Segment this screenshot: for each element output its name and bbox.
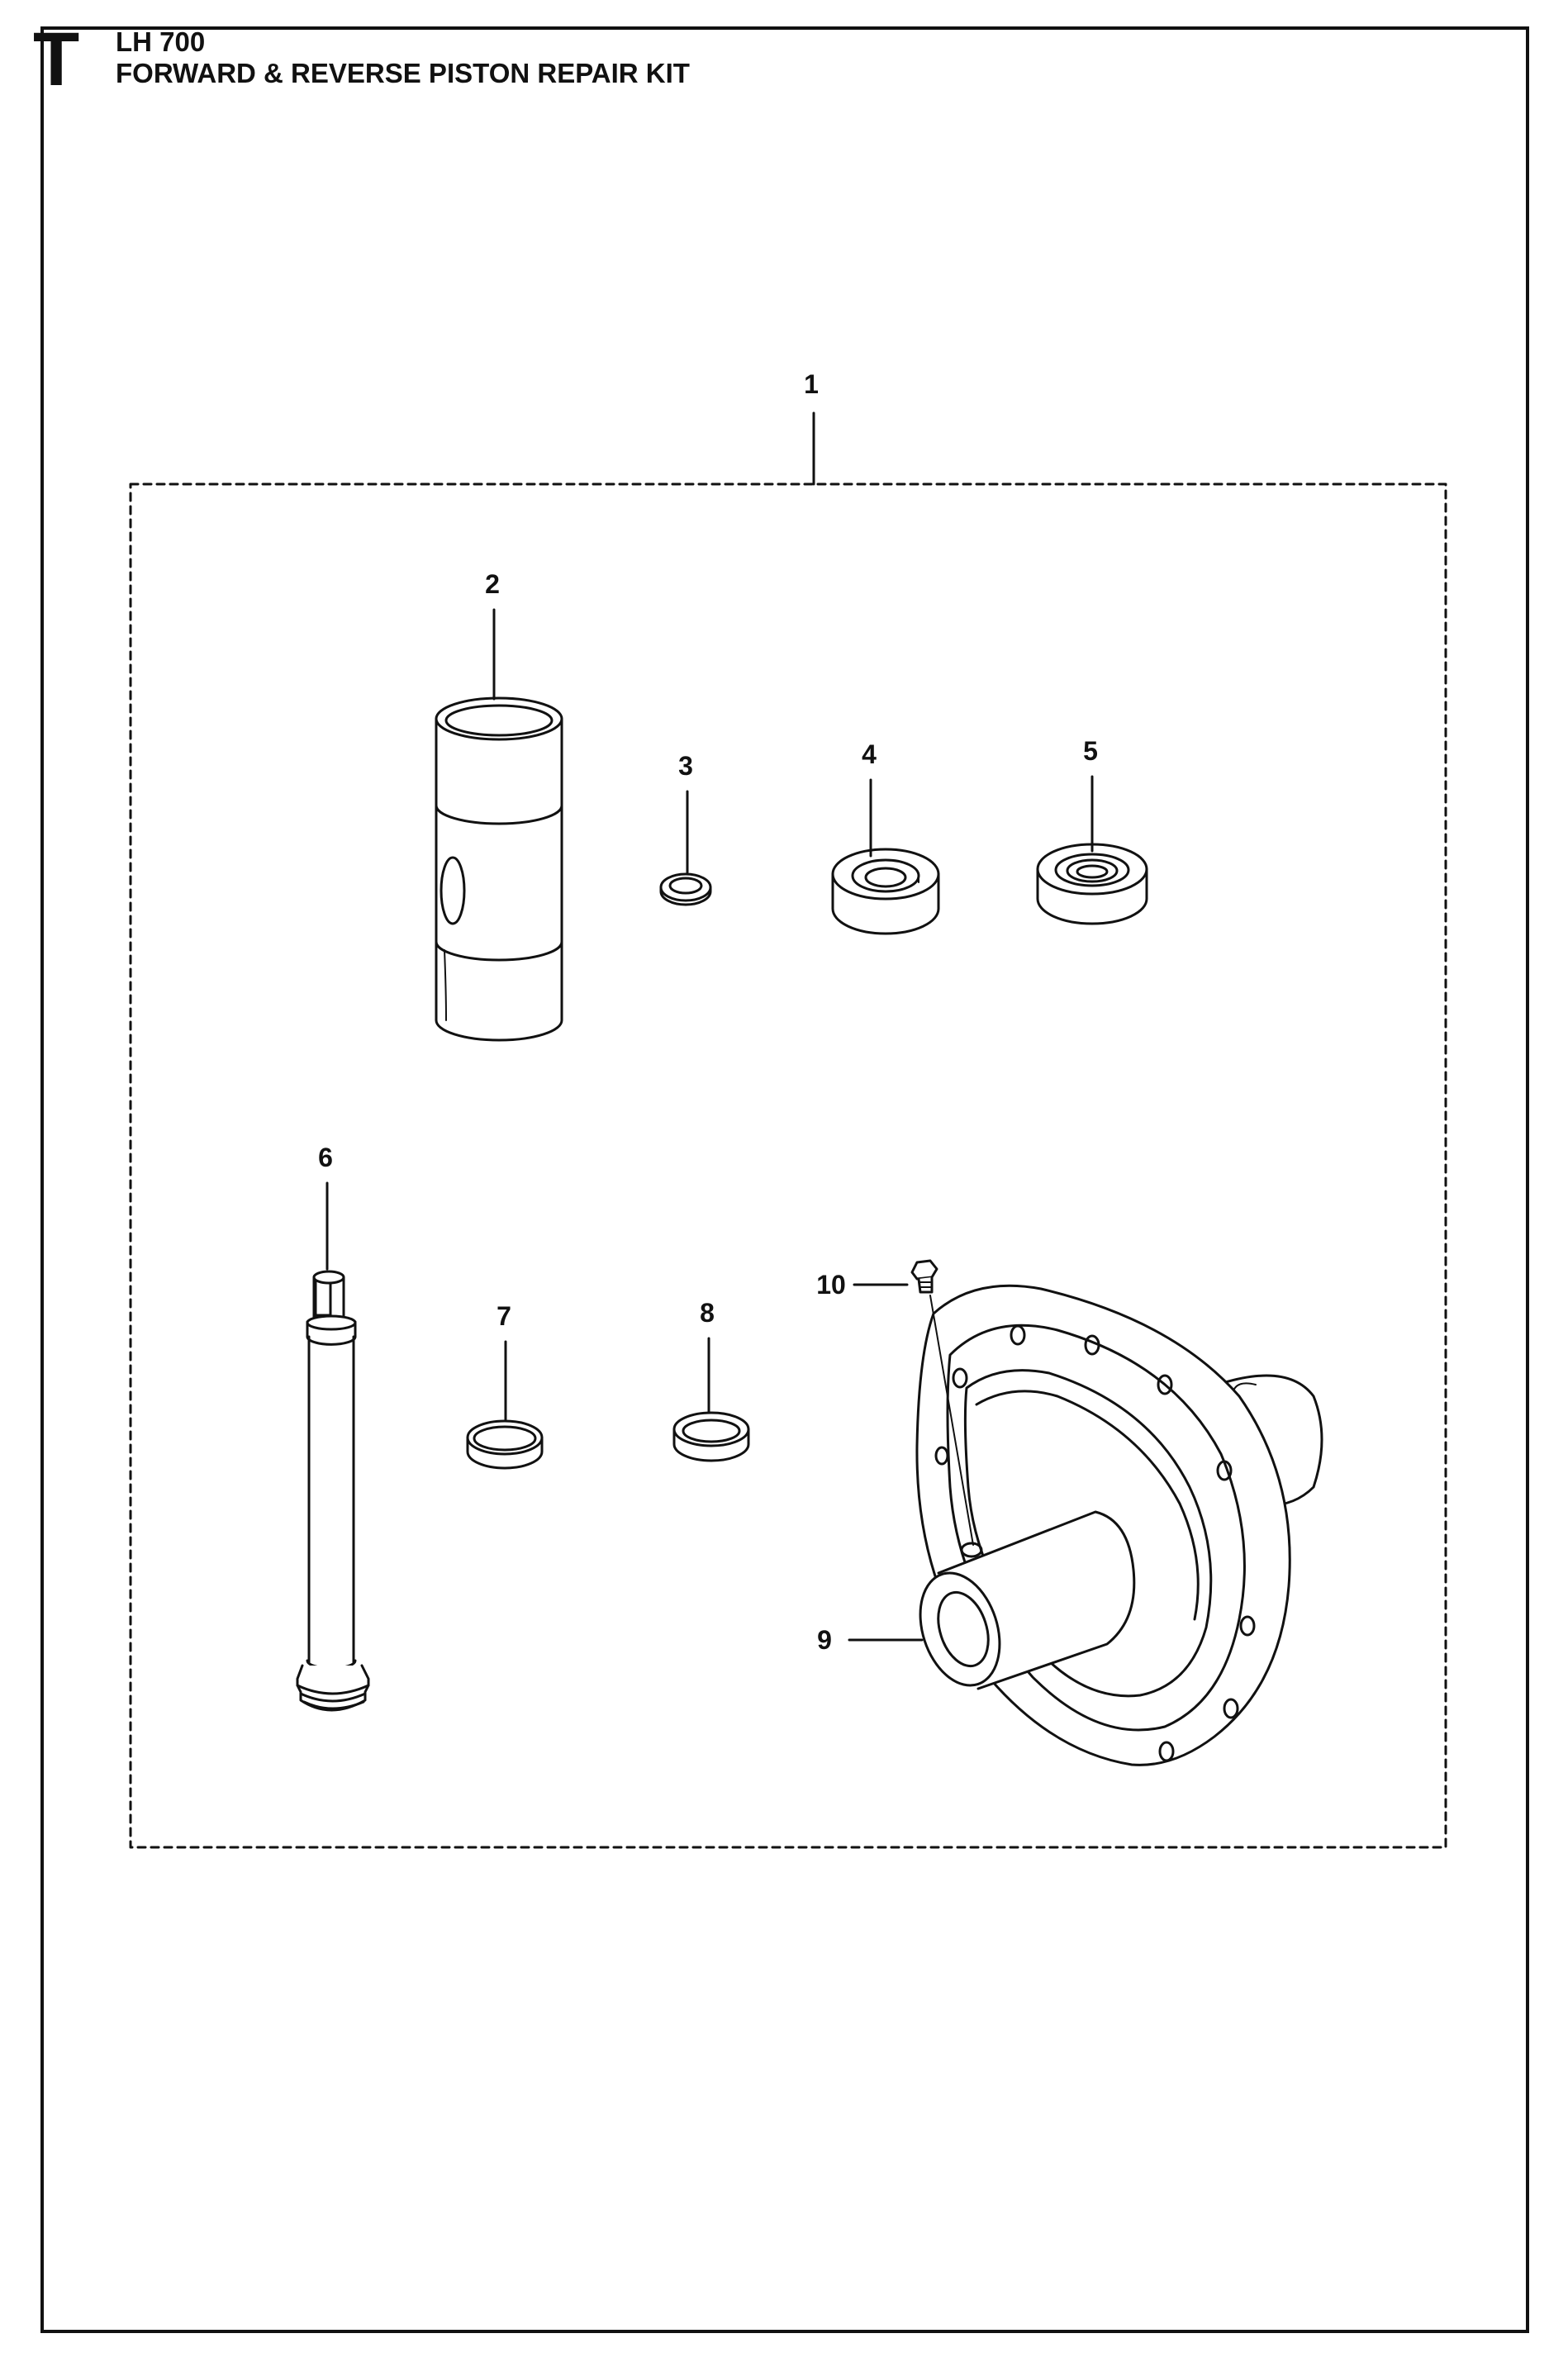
part-5-bearing bbox=[1036, 843, 1148, 925]
callout-3: 3 bbox=[678, 751, 693, 781]
callout-5: 5 bbox=[1083, 736, 1098, 766]
kit-boundary bbox=[129, 482, 1447, 1849]
page-title: FORWARD & REVERSE PISTON REPAIR KIT bbox=[116, 58, 690, 88]
callout-6: 6 bbox=[318, 1143, 333, 1172]
model-number: LH 700 bbox=[116, 26, 206, 57]
callout-1: 1 bbox=[804, 369, 819, 399]
section-letter: T bbox=[33, 17, 80, 102]
part-9-housing bbox=[915, 1284, 1323, 1766]
part-8-ring bbox=[672, 1411, 750, 1462]
part-3-washer bbox=[659, 872, 712, 906]
drawing-frame bbox=[40, 26, 1529, 2333]
part-4-bearing bbox=[831, 848, 940, 935]
callout-10: 10 bbox=[816, 1270, 846, 1300]
part-6-piston-rod bbox=[296, 1270, 370, 1712]
callout-9: 9 bbox=[817, 1625, 832, 1655]
part-10-screw bbox=[910, 1259, 974, 1546]
callout-8: 8 bbox=[700, 1298, 715, 1328]
part-7-ring bbox=[466, 1419, 544, 1470]
callout-2: 2 bbox=[485, 569, 500, 599]
part-2-sleeve bbox=[435, 696, 563, 1042]
callout-7: 7 bbox=[497, 1301, 511, 1331]
callout-4: 4 bbox=[862, 739, 877, 769]
